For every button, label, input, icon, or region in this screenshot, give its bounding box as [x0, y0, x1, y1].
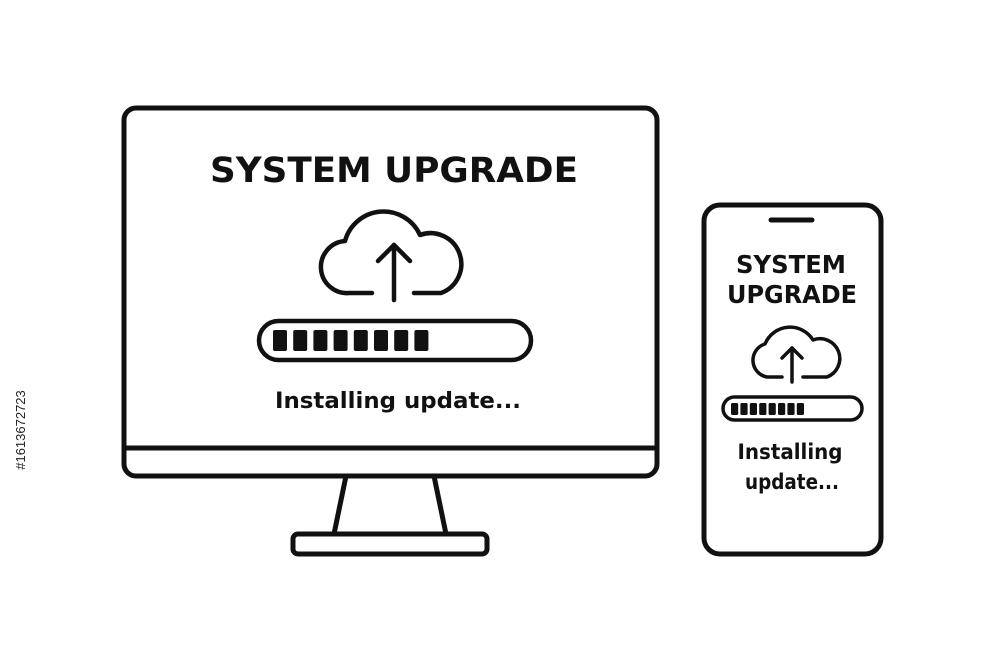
phone-title-line1: SYSTEM [736, 250, 846, 279]
progress-segment [731, 403, 739, 415]
monitor-stand-neck [331, 475, 449, 537]
progress-segment [796, 403, 804, 415]
progress-segment [333, 330, 348, 351]
progress-fill [731, 403, 804, 415]
monitor-frame [121, 105, 660, 479]
desktop-monitor: SYSTEM UPGRADE Installing update... [121, 105, 660, 557]
progress-segment [293, 330, 308, 351]
stock-image-id: #1613672723 [13, 390, 28, 470]
monitor-progress-bar [256, 318, 534, 363]
progress-segment [273, 330, 287, 351]
phone-progress-bar [721, 395, 864, 422]
progress-segment [374, 330, 388, 351]
monitor-title: SYSTEM UPGRADE [210, 151, 578, 191]
cloud-upload-icon [751, 325, 842, 384]
progress-segment [768, 403, 776, 415]
phone-status-line2: update... [745, 470, 839, 494]
progress-fill [273, 330, 429, 351]
progress-segment [353, 330, 368, 351]
progress-segment [313, 330, 328, 351]
progress-segment [414, 330, 429, 351]
phone-screen: SYSTEM UPGRADE Installing update... [721, 250, 864, 494]
cloud-upload-icon [318, 209, 464, 303]
progress-segment [394, 330, 409, 351]
smartphone: SYSTEM UPGRADE Installing update... [701, 202, 884, 557]
monitor-status-text: Installing update... [275, 389, 521, 414]
progress-segment [759, 403, 767, 415]
phone-status-line1: Installing [738, 440, 843, 464]
progress-segment [749, 403, 757, 415]
progress-segment [787, 403, 795, 415]
progress-segment [740, 403, 748, 415]
progress-segment [778, 403, 786, 415]
phone-title-line2: UPGRADE [727, 280, 857, 309]
monitor-stand-base [290, 531, 490, 557]
monitor-screen: SYSTEM UPGRADE Installing update... [210, 151, 578, 414]
